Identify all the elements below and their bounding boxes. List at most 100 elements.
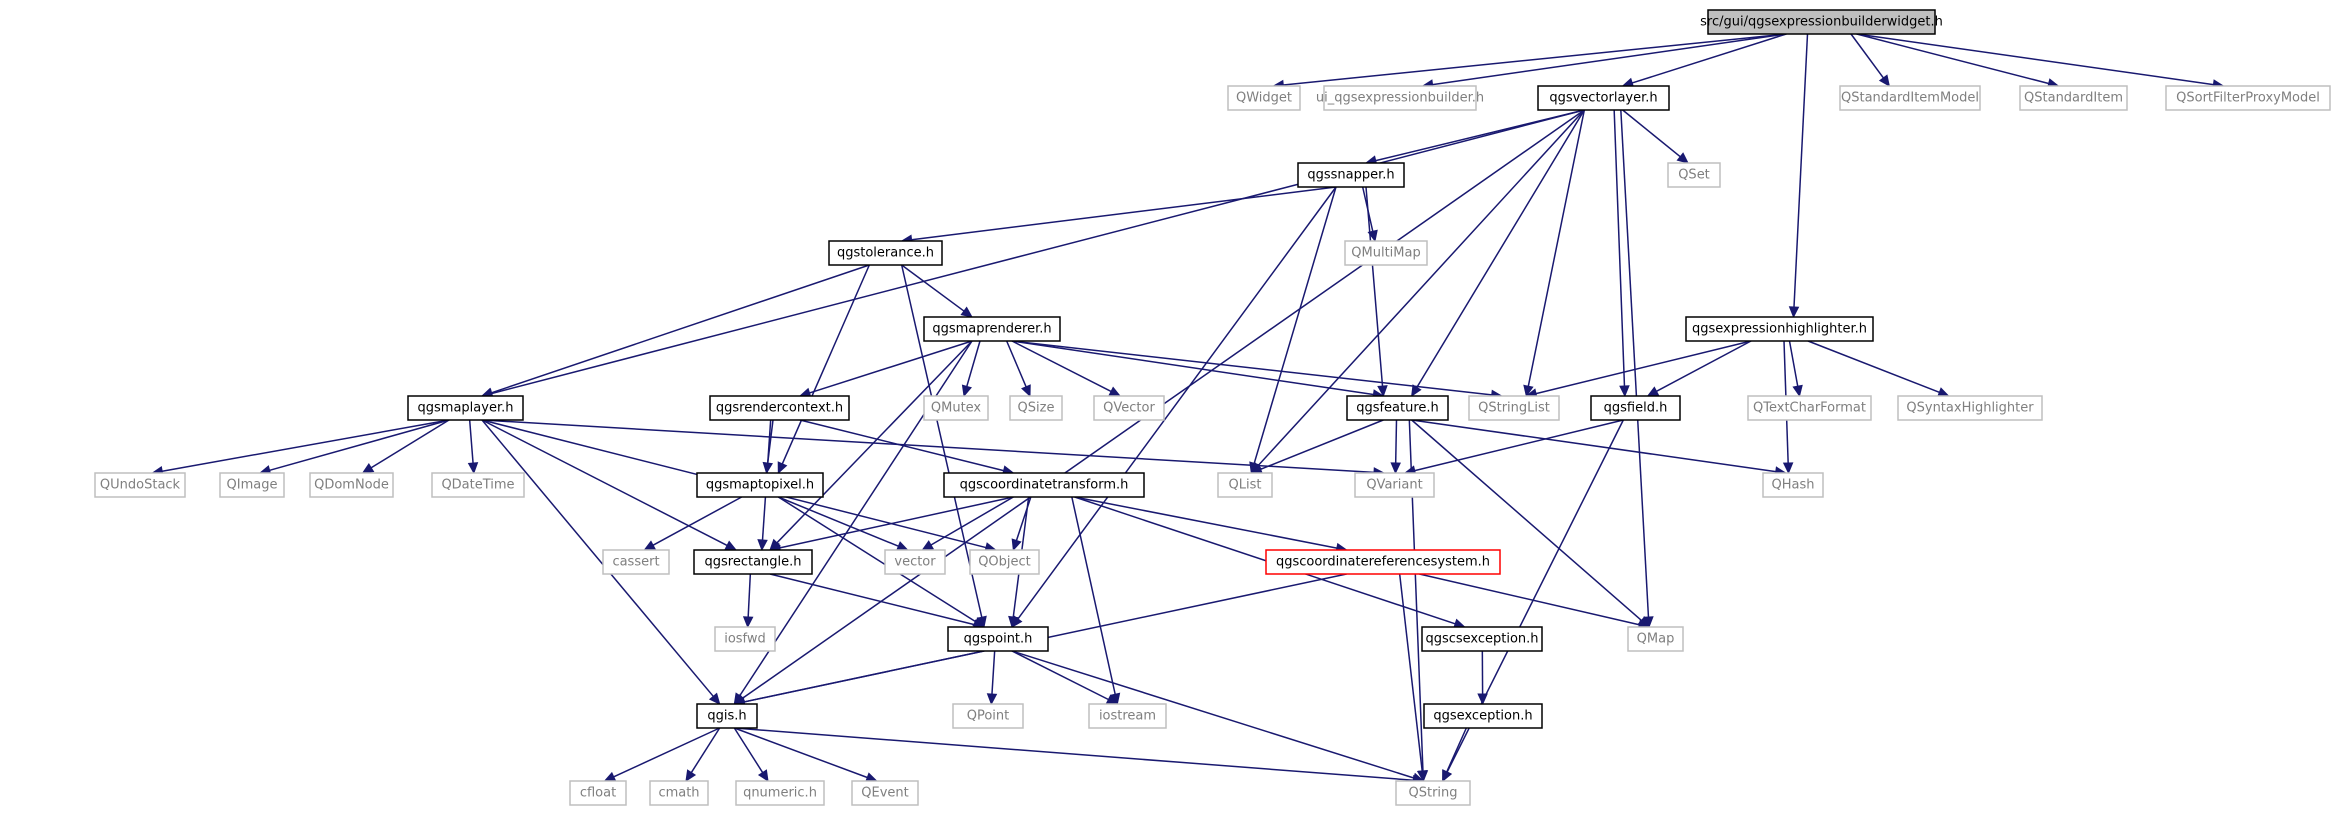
node-label: QMultiMap [1351,246,1420,261]
edge-arrowhead [757,539,768,552]
node-box [1344,240,1428,266]
node-box [1323,85,1477,111]
node-label: QSyntaxHighlighter [1906,401,2034,416]
node-qgsvectorlayer[interactable]: qgsvectorlayer.h [1537,85,1670,111]
node-qgstolerance[interactable]: qgstolerance.h [828,240,943,266]
edge-qgis-to-cmath [685,727,721,783]
edge-line [966,340,981,387]
node-box [1009,395,1063,421]
node-qgsfeature[interactable]: qgsfeature.h [1346,395,1449,421]
node-qgsmaptopixel[interactable]: qgsmaptopixel.h [696,472,824,498]
node-QDateTime: QDateTime [431,472,525,498]
node-box [969,549,1040,575]
node-qgsfield[interactable]: qgsfield.h [1590,395,1681,421]
node-box [923,316,1061,342]
node-qgsexception[interactable]: qgsexception.h [1423,703,1543,729]
edge-arrowhead [777,461,788,475]
dependency-nodes: src/gui/qgsexpressionbuilderwidget.hQWid… [94,9,2331,806]
node-box [1747,395,1872,421]
node-qgsmaplayer[interactable]: qgsmaplayer.h [407,395,524,421]
edge-line [776,340,973,544]
edge-arrowhead [1878,74,1891,87]
node-box [696,472,824,498]
node-qgsrendercontext[interactable]: qgsrendercontext.h [709,395,850,421]
edge-qgsexpressionhighlighter-to-QSyntaxHighlighter [1807,340,1950,398]
node-QUndoStack: QUndoStack [94,472,186,498]
node-box [943,472,1145,498]
edge-line [991,650,996,695]
edge-qgstolerance-to-qgsmaptopixel [777,264,871,475]
node-QHash: QHash [1762,472,1824,498]
edge-line [781,264,871,465]
node-box [923,395,989,421]
edge-arrowhead [467,462,479,475]
edge-line [1017,186,1337,620]
node-qgsrectangle[interactable]: qgsrectangle.h [693,549,813,575]
edge-arrowhead [1788,306,1800,319]
node-box [947,626,1049,652]
edge-line [1365,186,1384,387]
node-box [649,780,709,806]
edge-arrowhead [1377,385,1388,398]
node-qgspoint[interactable]: qgspoint.h [947,626,1049,652]
node-label: QDomNode [314,478,389,493]
node-label: QWidget [1236,91,1292,106]
edge-line [481,419,728,547]
node-box [219,472,285,498]
node-qgsmaprenderer[interactable]: qgsmaprenderer.h [923,316,1061,342]
node-box [1265,549,1501,575]
edge-line [652,496,743,546]
edge-line [1411,419,1642,621]
node-QDomNode: QDomNode [309,472,394,498]
node-label: QTextCharFormat [1753,401,1866,416]
node-box [735,780,825,806]
edge-line [1011,340,1374,396]
node-label: qgspoint.h [964,632,1033,647]
node-qgis[interactable]: qgis.h [696,703,758,729]
edge-line [1446,727,1468,773]
edge-arrowhead [643,540,657,551]
edge-arrowhead [1416,769,1428,783]
node-box [1297,162,1405,188]
node-box [693,549,813,575]
edge-line [1535,340,1752,395]
node-qgssnapper[interactable]: qgssnapper.h [1297,162,1405,188]
edge-line [1631,33,1787,84]
node-box [1346,395,1449,421]
node-QTextCharFormat: QTextCharFormat [1747,395,1872,421]
edge-line [613,727,720,778]
edge-line [1793,33,1809,308]
node-QMap: QMap [1627,626,1684,652]
edge-arrowhead [921,540,935,551]
node-qgscoordinatetransform[interactable]: qgscoordinatetransform.h [943,472,1145,498]
edge-qgsmaprenderer-to-QMutex [961,340,981,398]
node-label: QSize [1018,401,1055,416]
edge-arrowhead [1619,385,1630,398]
edge-arrowhead [1390,462,1401,475]
node-root[interactable]: src/gui/qgsexpressionbuilderwidget.h [1700,9,1943,35]
edge-qgsexpressionhighlighter-to-QTextCharFormat [1788,340,1803,398]
edge-line [1283,33,1787,86]
edge-line [1011,650,1109,701]
edge-qgsmaplayer-to-QVariant [481,419,1386,478]
edge-qgssnapper-to-QList [1249,186,1337,475]
edge-line [1257,109,1585,467]
edge-qgis-to-qnumeric [733,727,769,783]
edge-arrowhead [1676,152,1689,164]
node-box [1093,395,1165,421]
edge-qgsmaprenderer-to-QSize [1005,340,1031,398]
edge-line [777,496,976,623]
node-qgscsexception[interactable]: qgscsexception.h [1421,626,1543,652]
edge-qgsmaplayer-to-qgis [481,419,721,705]
node-qgsexpressionhighlighter[interactable]: qgsexpressionhighlighter.h [1685,316,1874,342]
edge-line [1622,109,1681,158]
node-qgscoordinatereferencesystem[interactable]: qgscoordinatereferencesystem.h [1265,549,1501,575]
edge-line [769,573,975,626]
node-label: qnumeric.h [743,786,817,801]
node-cmath: cmath [649,780,709,806]
node-box [1839,85,1981,111]
node-label: QObject [978,555,1031,570]
edge-qgsrendercontext-to-qgscoordinatetransform [799,419,1015,476]
node-QStandardItemModel: QStandardItemModel [1839,85,1981,111]
node-label: QStringList [1478,401,1550,416]
